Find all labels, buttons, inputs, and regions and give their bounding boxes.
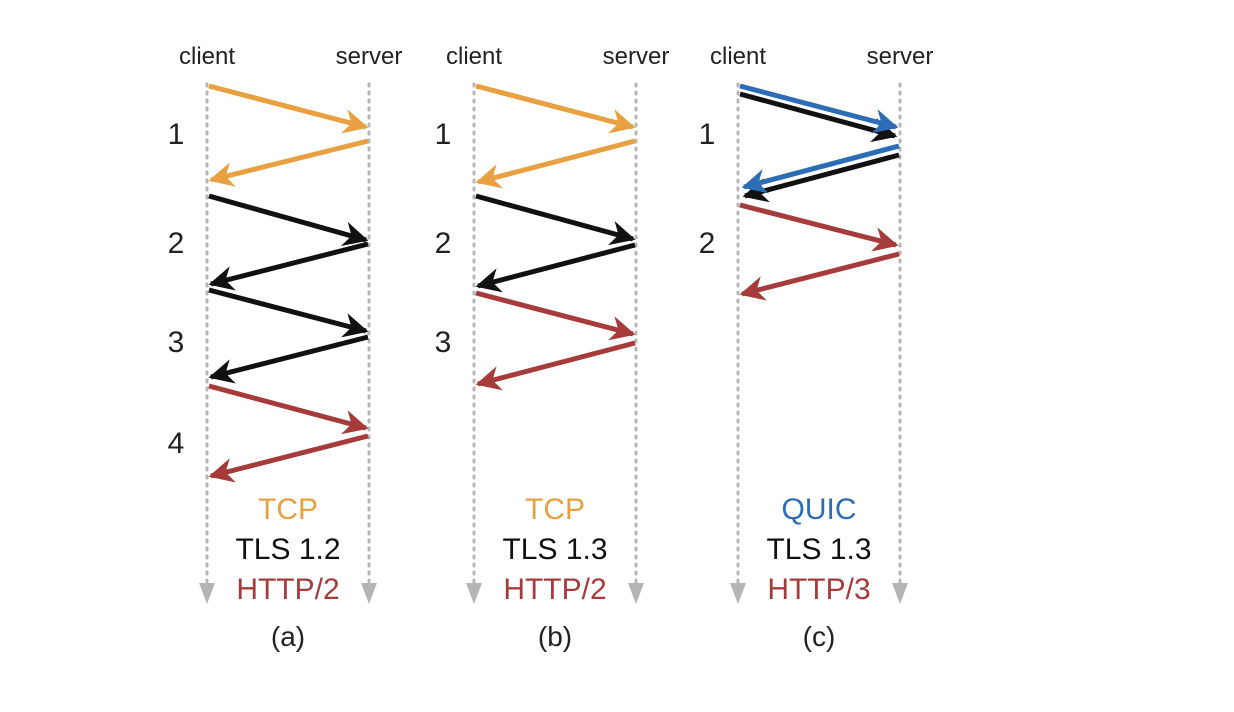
stack-application-label: HTTP/3 bbox=[767, 573, 870, 606]
round-label-2: 2 bbox=[435, 227, 452, 260]
tcp-synack-arrow bbox=[208, 138, 369, 187]
round-label-1: 1 bbox=[168, 118, 185, 151]
round-label-2: 2 bbox=[699, 227, 716, 260]
panel-caption: (c) bbox=[803, 621, 836, 652]
panel-caption: (a) bbox=[271, 621, 305, 652]
tcp-synack-arrow bbox=[475, 138, 636, 189]
stack-transport-label: QUIC bbox=[782, 493, 857, 526]
round-label-4: 4 bbox=[168, 427, 185, 460]
server-label: server bbox=[336, 43, 403, 70]
stack-security-label: TLS 1.2 bbox=[235, 533, 340, 566]
client-label: client bbox=[710, 43, 766, 70]
http-request-arrow bbox=[739, 202, 899, 252]
server-label: server bbox=[603, 43, 670, 70]
client-label: client bbox=[446, 43, 502, 70]
tls-server-hello-arrow bbox=[742, 152, 900, 203]
client-lifeline-arrow-icon bbox=[730, 583, 746, 604]
stack-application-label: HTTP/2 bbox=[503, 573, 606, 606]
client-label: client bbox=[179, 43, 235, 70]
stack-security-label: TLS 1.3 bbox=[766, 533, 871, 566]
stack-security-label: TLS 1.3 bbox=[502, 533, 607, 566]
panel-caption: (b) bbox=[538, 621, 572, 652]
tls-server-hello-arrow bbox=[208, 241, 369, 291]
round-label-3: 3 bbox=[435, 326, 452, 359]
http-response-arrow bbox=[208, 433, 369, 483]
tcp-syn-arrow bbox=[475, 83, 636, 134]
tls-client-hello-arrow bbox=[475, 193, 636, 246]
quic-initial-arrow bbox=[739, 83, 899, 134]
tls-client-hello-arrow bbox=[739, 91, 898, 143]
client-lifeline-arrow-icon bbox=[199, 583, 215, 604]
panel-b: client server 1 2 3 TCP TLS 1.3 HTTP/2 (… bbox=[435, 43, 670, 652]
round-label-1: 1 bbox=[699, 118, 716, 151]
http-response-arrow bbox=[475, 340, 636, 391]
stack-application-label: HTTP/2 bbox=[236, 573, 339, 606]
server-lifeline-arrow-icon bbox=[892, 583, 908, 604]
client-lifeline-arrow-icon bbox=[466, 583, 482, 604]
tls-client-hello-arrow bbox=[208, 193, 369, 246]
tls-key-exchange-arrow bbox=[208, 287, 369, 338]
round-label-2: 2 bbox=[168, 227, 185, 260]
tls-finished-arrow bbox=[208, 334, 369, 384]
http-response-arrow bbox=[739, 251, 900, 301]
tls-server-hello-arrow bbox=[475, 242, 636, 293]
stack-transport-label: TCP bbox=[525, 493, 585, 526]
tcp-syn-arrow bbox=[208, 83, 369, 134]
http-request-arrow bbox=[208, 383, 369, 435]
round-label-1: 1 bbox=[435, 118, 452, 151]
server-label: server bbox=[867, 43, 934, 70]
panel-a: client server 1 2 3 4 TCP TLS 1.2 HTTP/2… bbox=[168, 43, 403, 652]
http-request-arrow bbox=[475, 290, 636, 341]
round-label-3: 3 bbox=[168, 326, 185, 359]
panel-c: client server 1 2 QUIC TLS 1.3 HTTP/3 (c… bbox=[699, 43, 934, 652]
server-lifeline-arrow-icon bbox=[361, 583, 377, 604]
server-lifeline-arrow-icon bbox=[628, 583, 644, 604]
quic-handshake-arrow bbox=[741, 143, 900, 194]
stack-transport-label: TCP bbox=[258, 493, 318, 526]
